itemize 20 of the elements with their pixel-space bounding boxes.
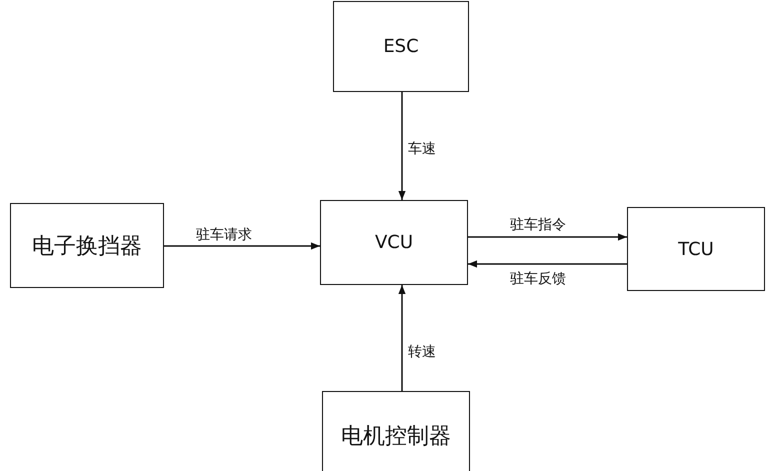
process-box [627,207,765,291]
arrow [468,260,627,268]
edge-label: 转速 [408,343,436,361]
process-box [10,203,164,288]
arrow [398,92,406,200]
box-label: VCU [374,232,414,253]
box-label: TCU [678,238,714,260]
edge-label: 驻车请求 [196,226,252,244]
arrow [468,233,627,241]
box-label: 电机控制器 [341,423,451,451]
process-box [320,200,468,285]
process-box [333,1,469,92]
edge-label: 驻车指令 [510,216,566,234]
arrow [398,285,406,391]
arrow [164,242,320,250]
box-label: 电子换挡器 [32,232,142,260]
box-label: ESC [383,36,419,57]
edge-label: 车速 [408,140,436,158]
process-box [322,391,470,471]
edge-label: 驻车反馈 [510,270,566,288]
